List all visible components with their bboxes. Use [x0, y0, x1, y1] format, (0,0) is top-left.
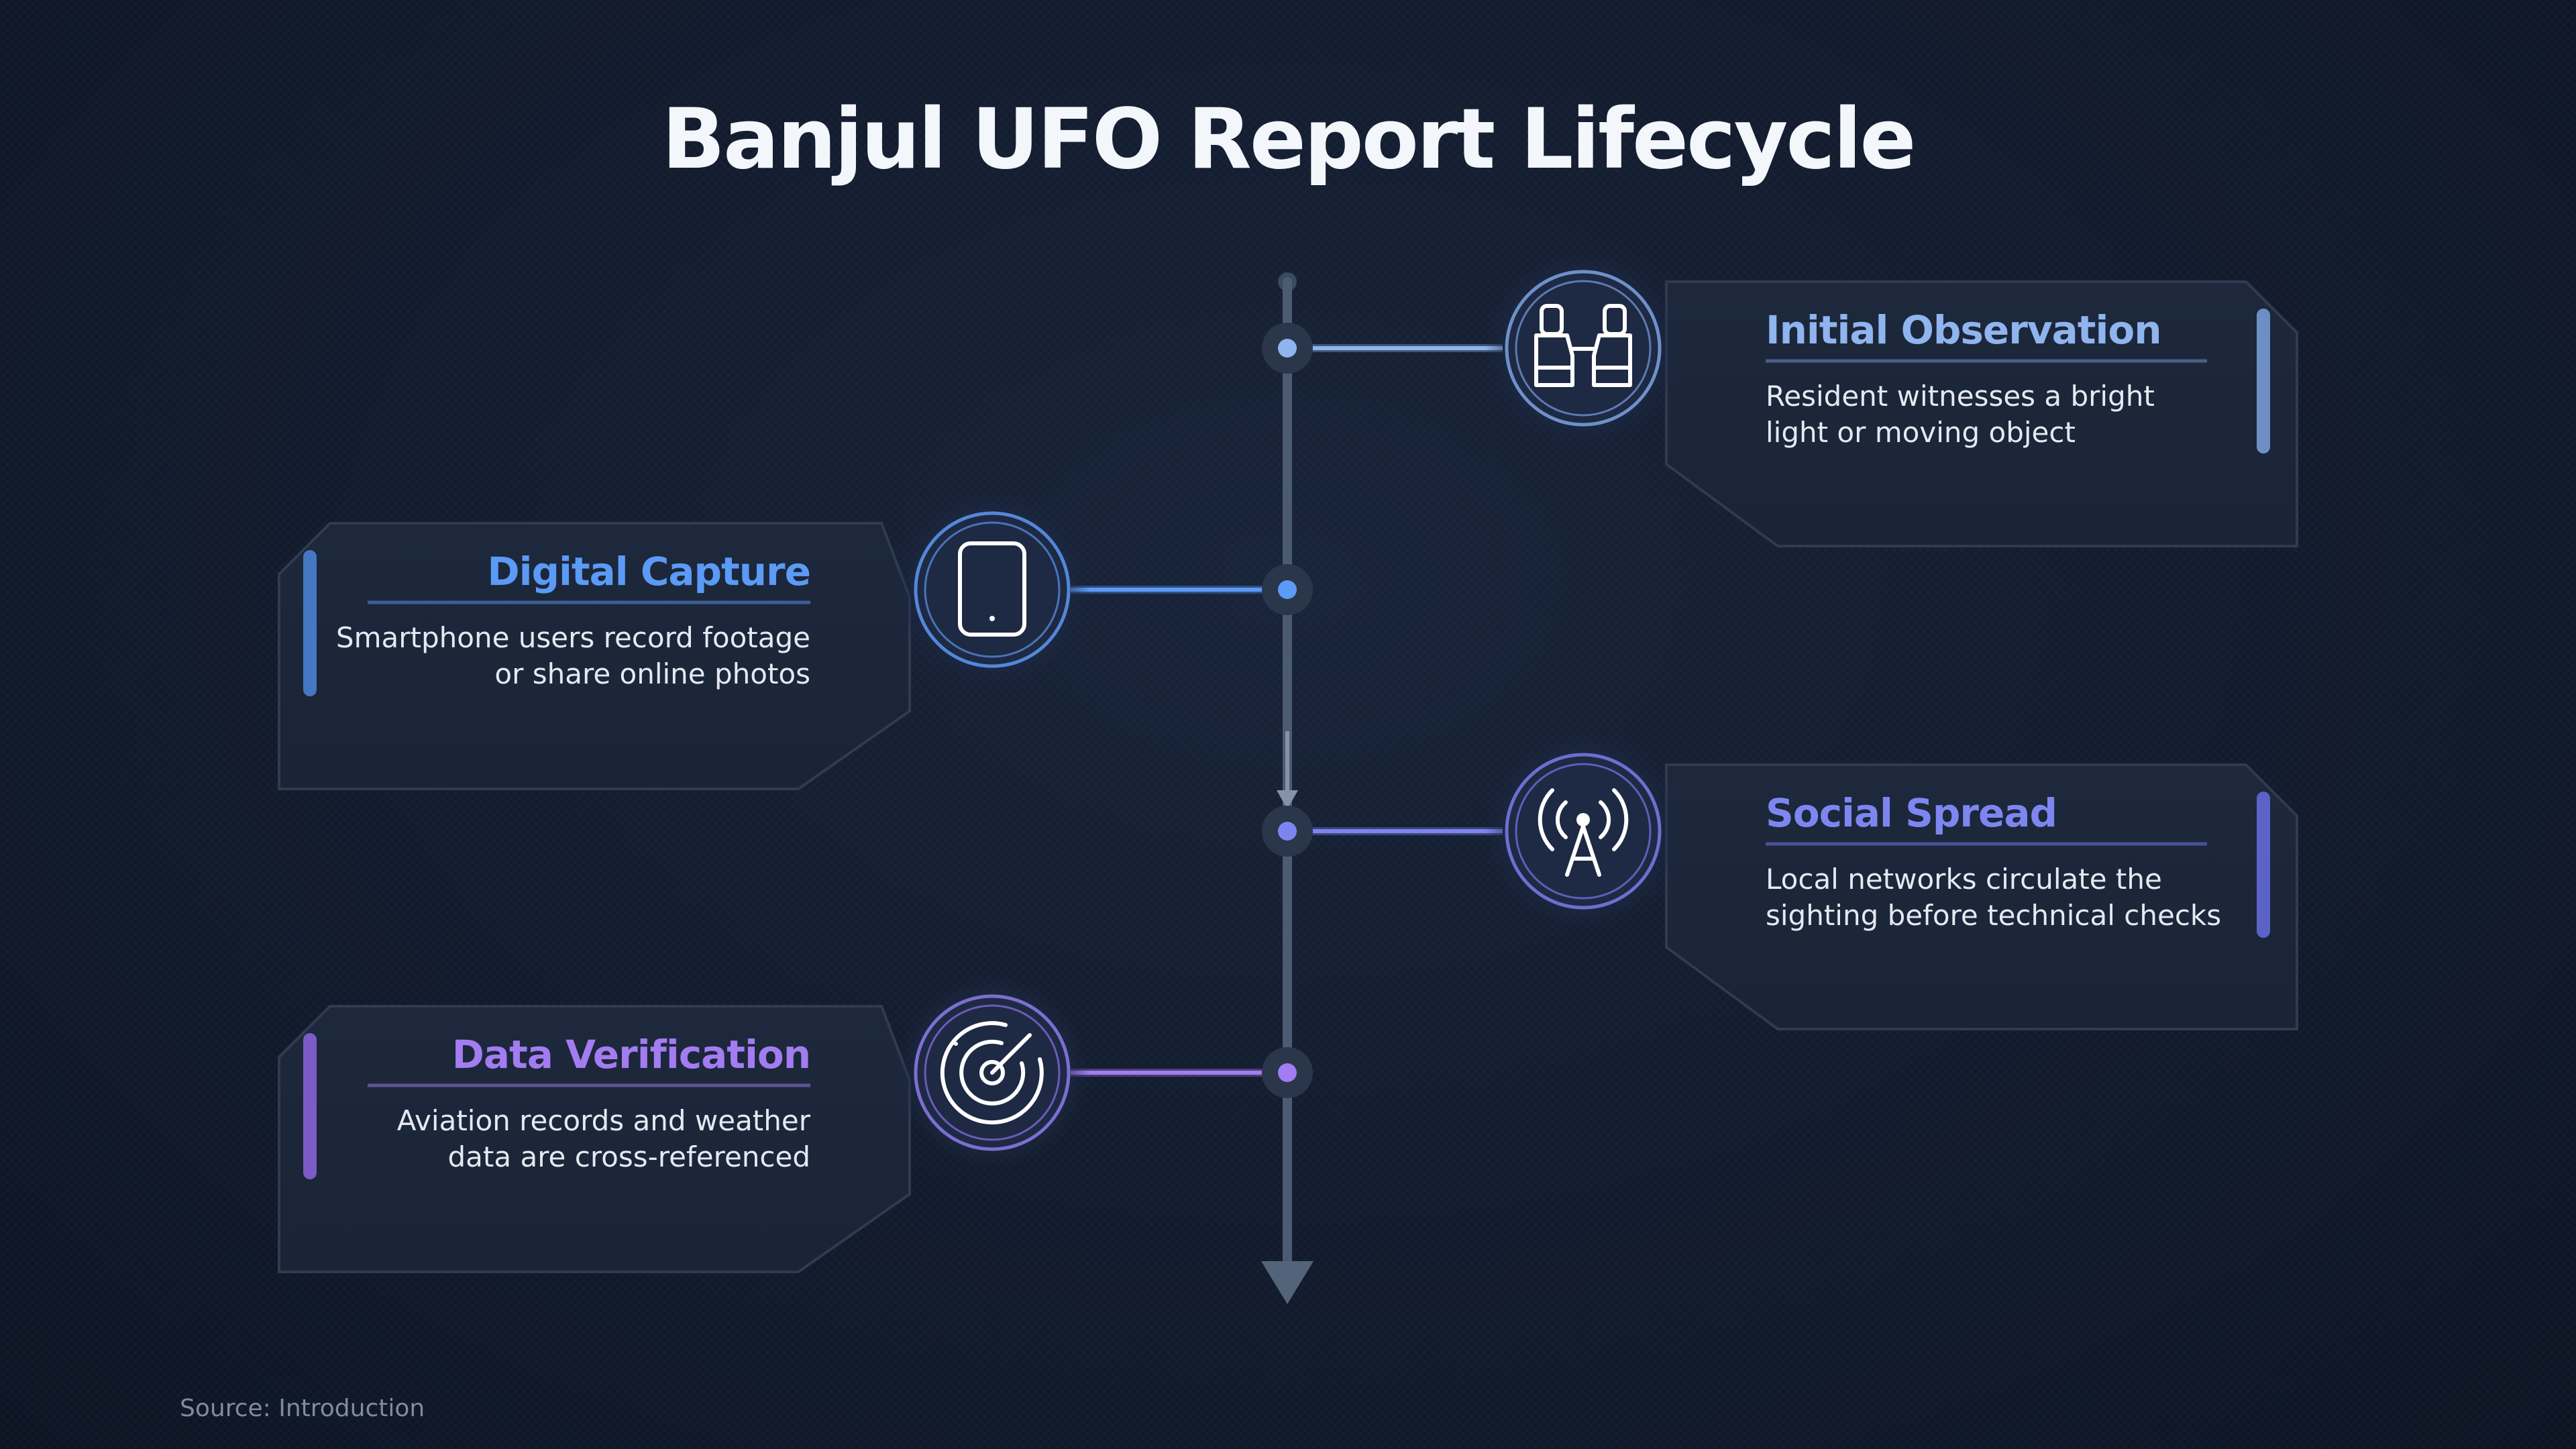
- smartphone-icon: [958, 541, 1026, 637]
- card-description-line: light or moving object: [1766, 416, 2076, 449]
- card-panel: [1665, 763, 2298, 1030]
- card-data-verification: Data Verification Aviation records and w…: [274, 1030, 811, 1175]
- spine-end-arrowhead: [1261, 1261, 1313, 1304]
- card-panel: [1665, 280, 2298, 547]
- card-title: Digital Capture: [487, 549, 811, 594]
- timeline-spine: [1261, 272, 1313, 1304]
- card-panel: [278, 522, 911, 790]
- card-panel: [278, 1005, 911, 1273]
- card-description: Local networks circulate the sighting be…: [1766, 861, 2262, 934]
- card-accent-bar: [2257, 309, 2270, 453]
- card-description-line: sighting before technical checks: [1766, 899, 2222, 932]
- card-accent-bar: [303, 1033, 317, 1179]
- card-title: Social Spread: [1766, 790, 2057, 836]
- step-social-spread: [1262, 733, 2298, 1030]
- card-description-line: Aviation records and weather: [396, 1104, 810, 1137]
- card-description-line: data are cross-referenced: [447, 1140, 810, 1173]
- card-description: Smartphone users record footage or share…: [274, 620, 810, 692]
- card-initial-observation: Initial Observation Resident witnesses a…: [1766, 306, 2249, 451]
- step-initial-observation: [1262, 250, 2298, 547]
- card-title: Initial Observation: [1766, 307, 2162, 353]
- card-digital-capture: Digital Capture Smartphone users record …: [274, 547, 811, 692]
- card-accent-bar: [303, 550, 317, 696]
- card-description-line: Resident witnesses a bright: [1766, 380, 2155, 413]
- card-description-line: or share online photos: [494, 657, 810, 690]
- card-description: Aviation records and weather data are cr…: [274, 1103, 810, 1175]
- card-social-spread: Social Spread Local networks circulate t…: [1766, 789, 2262, 934]
- broadcast-tower-icon: [1538, 788, 1629, 877]
- source-note: Source: Introduction: [180, 1395, 425, 1422]
- page-title: Banjul UFO Report Lifecycle: [661, 91, 1916, 188]
- binoculars-icon: [1534, 304, 1632, 387]
- card-description-line: Smartphone users record footage: [335, 621, 810, 654]
- step-data-verification: [278, 975, 1313, 1273]
- card-description: Resident witnesses a bright light or mov…: [1766, 378, 2249, 451]
- card-description-line: Local networks circulate the: [1766, 863, 2162, 896]
- radar-icon: [940, 1021, 1044, 1125]
- step-digital-capture: [278, 492, 1313, 790]
- spine-mid-arrow: [1277, 790, 1298, 809]
- card-accent-bar: [2257, 792, 2270, 938]
- card-title: Data Verification: [451, 1032, 811, 1077]
